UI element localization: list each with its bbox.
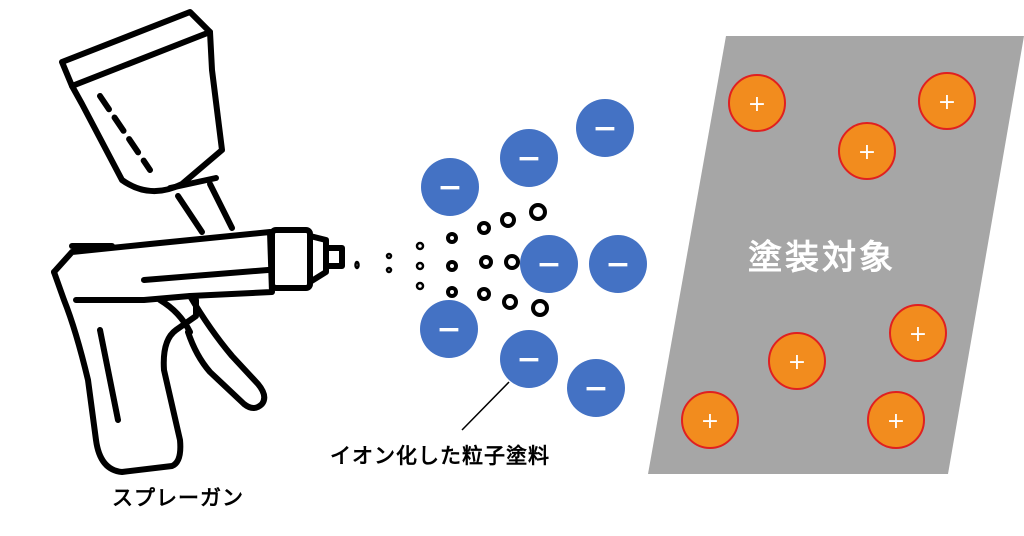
negative-sign: −: [605, 247, 630, 282]
positive-sign: +: [938, 90, 956, 115]
negative-particle: −: [421, 158, 479, 216]
paint-level-line: [97, 93, 153, 173]
nozzle-cap: [269, 227, 313, 291]
positive-sign: +: [748, 92, 766, 117]
gun-rail: [141, 267, 271, 283]
spray-gun-icon: [51, 9, 345, 475]
positive-sign: +: [701, 409, 719, 434]
positive-charge: +: [867, 391, 925, 449]
negative-sign: −: [536, 247, 561, 282]
positive-charge: +: [918, 72, 976, 130]
positive-charge: +: [768, 332, 826, 390]
target-label: 塗装対象: [748, 238, 896, 278]
target-panel: [648, 36, 1024, 474]
positive-charges: + + + + + + +: [681, 72, 976, 449]
nozzle-tip: [307, 233, 329, 285]
ionized-particle-label: イオン化した粒子塗料: [330, 444, 550, 468]
gun-trigger: [185, 293, 268, 411]
positive-sign: +: [909, 322, 927, 347]
negative-particle: −: [420, 300, 478, 358]
gun-body: [51, 229, 275, 303]
negative-sign: −: [436, 312, 461, 347]
negative-particle: −: [567, 359, 625, 417]
cup-neck: [175, 181, 235, 235]
negative-particle: −: [520, 235, 578, 293]
paint-cup-body: [69, 29, 225, 195]
negative-particle: −: [589, 235, 647, 293]
spray-droplets: [446, 203, 549, 317]
positive-charge: +: [728, 74, 786, 132]
positive-charge: +: [838, 122, 896, 180]
gun-handle-inner: [97, 327, 121, 423]
paint-cup-rim: [59, 9, 213, 89]
spray-mist: [354, 241, 425, 291]
negative-sign: −: [583, 371, 608, 406]
trigger-guard: [157, 297, 193, 335]
spray-gun-label: スプレーガン: [112, 486, 244, 510]
negative-particle: −: [500, 129, 558, 187]
negative-sign: −: [516, 342, 541, 377]
negative-particles: − − − − − − −: [420, 99, 647, 417]
positive-sign: +: [858, 140, 876, 165]
negative-sign: −: [437, 170, 462, 205]
positive-charge: +: [889, 304, 947, 362]
positive-sign: +: [788, 350, 806, 375]
positive-charge: +: [681, 391, 739, 449]
nozzle-end: [323, 245, 345, 269]
negative-sign: −: [592, 111, 617, 146]
positive-sign: +: [887, 409, 905, 434]
cup-collar: [167, 175, 219, 191]
particle-leader-line: [461, 381, 510, 431]
gun-handle: [51, 269, 199, 475]
negative-particle: −: [500, 330, 558, 388]
negative-particle: −: [576, 99, 634, 157]
negative-sign: −: [516, 141, 541, 176]
